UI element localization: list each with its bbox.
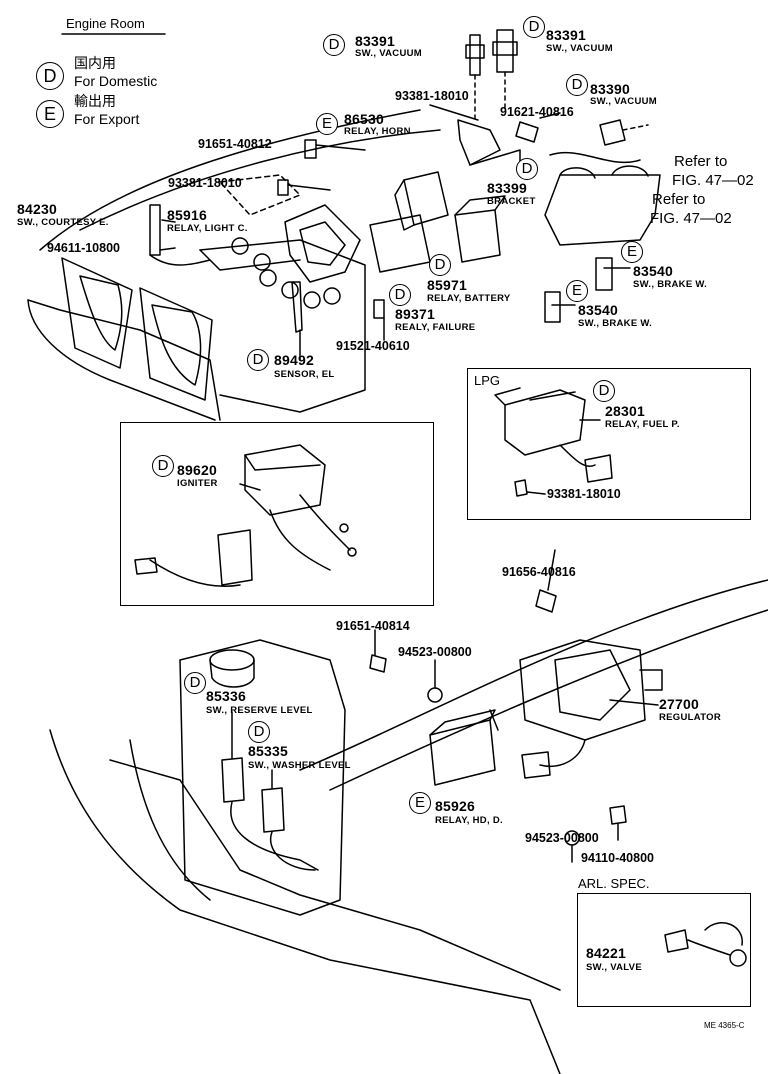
part-number-85335: 85335 <box>248 743 288 759</box>
mark-83540a: E <box>621 241 643 263</box>
refer-to-1: Refer to <box>674 153 728 170</box>
arl-spec-title: ARL. SPEC. <box>578 876 650 891</box>
part-desc-84230: SW., COURTESY E. <box>17 217 109 228</box>
part-desc-86530: RELAY, HORN <box>344 126 411 137</box>
mark-83391b: D <box>523 16 545 38</box>
part-desc-83540b: SW., BRAKE W. <box>578 318 653 329</box>
part-number-94110: 94110-40800 <box>581 851 654 865</box>
part-number-85926: 85926 <box>435 798 475 814</box>
page-title: Engine Room <box>66 16 145 31</box>
arl-spec-box <box>577 893 751 1007</box>
part-number-89492: 89492 <box>274 352 314 368</box>
mark-85971: D <box>429 254 451 276</box>
mark-83390: D <box>566 74 588 96</box>
domestic-mark: D <box>36 62 64 90</box>
part-number-83390: 83390 <box>590 81 630 97</box>
part-number-83540b: 83540 <box>578 302 618 318</box>
part-number-83391a: 83391 <box>355 33 395 49</box>
export-mark: E <box>36 100 64 128</box>
part-desc-28301: RELAY, FUEL P. <box>605 419 680 430</box>
part-desc-85335: SW., WASHER LEVEL <box>248 760 351 771</box>
domestic-label: For Domestic <box>74 73 158 89</box>
part-number-28301: 28301 <box>605 403 645 419</box>
mark-83399: D <box>516 158 538 180</box>
part-desc-85926: RELAY, HD, D. <box>435 815 503 826</box>
part-desc-85916: RELAY, LIGHT C. <box>167 223 248 234</box>
part-desc-84221: SW., VALVE <box>586 962 642 973</box>
mark-83391a: D <box>323 34 345 56</box>
part-number-91621: 91621-40816 <box>500 105 574 119</box>
part-desc-85336: SW., RESERVE LEVEL <box>206 705 313 716</box>
part-number-85916: 85916 <box>167 207 207 223</box>
mark-89492: D <box>247 349 269 371</box>
fig-ref-1: FIG. 47—02 <box>672 172 754 189</box>
mark-86530: E <box>316 113 338 135</box>
part-number-94611: 94611-10800 <box>47 241 120 255</box>
part-number-94523-a: 94523-00800 <box>398 645 472 659</box>
part-number-93381-top: 93381-18010 <box>395 89 469 103</box>
part-number-91521: 91521-40610 <box>336 339 410 353</box>
mark-28301: D <box>593 380 615 402</box>
mark-85336: D <box>184 672 206 694</box>
fig-ref-2: FIG. 47—02 <box>650 210 732 227</box>
mark-85335: D <box>248 721 270 743</box>
part-desc-89371: REALY, FAILURE <box>395 322 476 333</box>
part-number-83391b: 83391 <box>546 27 586 43</box>
export-jp-label: 輸出用 <box>74 93 116 109</box>
part-number-85971: 85971 <box>427 277 467 293</box>
part-number-84221: 84221 <box>586 945 626 961</box>
export-label: For Export <box>74 111 140 127</box>
diagram-code: ME 4365-C <box>704 1021 745 1030</box>
part-number-94523-b: 94523-00800 <box>525 831 599 845</box>
domestic-jp-label: 国内用 <box>74 55 116 71</box>
part-number-83399: 83399 <box>487 180 527 196</box>
mark-83540b: E <box>566 280 588 302</box>
part-desc-83399: BRACKET <box>487 196 536 207</box>
part-desc-85971: RELAY, BATTERY <box>427 293 511 304</box>
part-desc-83390: SW., VACUUM <box>590 96 657 107</box>
mark-89371: D <box>389 284 411 306</box>
part-number-27700: 27700 <box>659 696 699 712</box>
part-number-93381-mid: 93381-18010 <box>168 176 242 190</box>
part-number-91651-top: 91651-40812 <box>198 137 272 151</box>
part-desc-89620: IGNITER <box>177 478 218 489</box>
part-number-89371: 89371 <box>395 306 435 322</box>
part-desc-83391a: SW., VACUUM <box>355 48 422 59</box>
part-desc-27700: REGULATOR <box>659 712 721 723</box>
part-number-86530: 86530 <box>344 111 384 127</box>
part-desc-83391b: SW., VACUUM <box>546 43 613 54</box>
part-number-83540a: 83540 <box>633 263 673 279</box>
part-desc-89492: SENSOR, EL <box>274 369 335 380</box>
refer-to-2: Refer to <box>652 191 706 208</box>
lpg-box <box>467 368 751 520</box>
part-number-91651-low: 91651-40814 <box>336 619 410 633</box>
lpg-title: LPG <box>474 373 501 388</box>
part-number-91656: 91656-40816 <box>502 565 576 579</box>
igniter-box <box>120 422 434 606</box>
part-number-89620: 89620 <box>177 462 217 478</box>
mark-85926: E <box>409 792 431 814</box>
part-number-85336: 85336 <box>206 688 246 704</box>
part-number-84230: 84230 <box>17 201 57 217</box>
part-desc-83540a: SW., BRAKE W. <box>633 279 708 290</box>
mark-89620: D <box>152 455 174 477</box>
part-number-93381-lpg: 93381-18010 <box>547 487 621 501</box>
